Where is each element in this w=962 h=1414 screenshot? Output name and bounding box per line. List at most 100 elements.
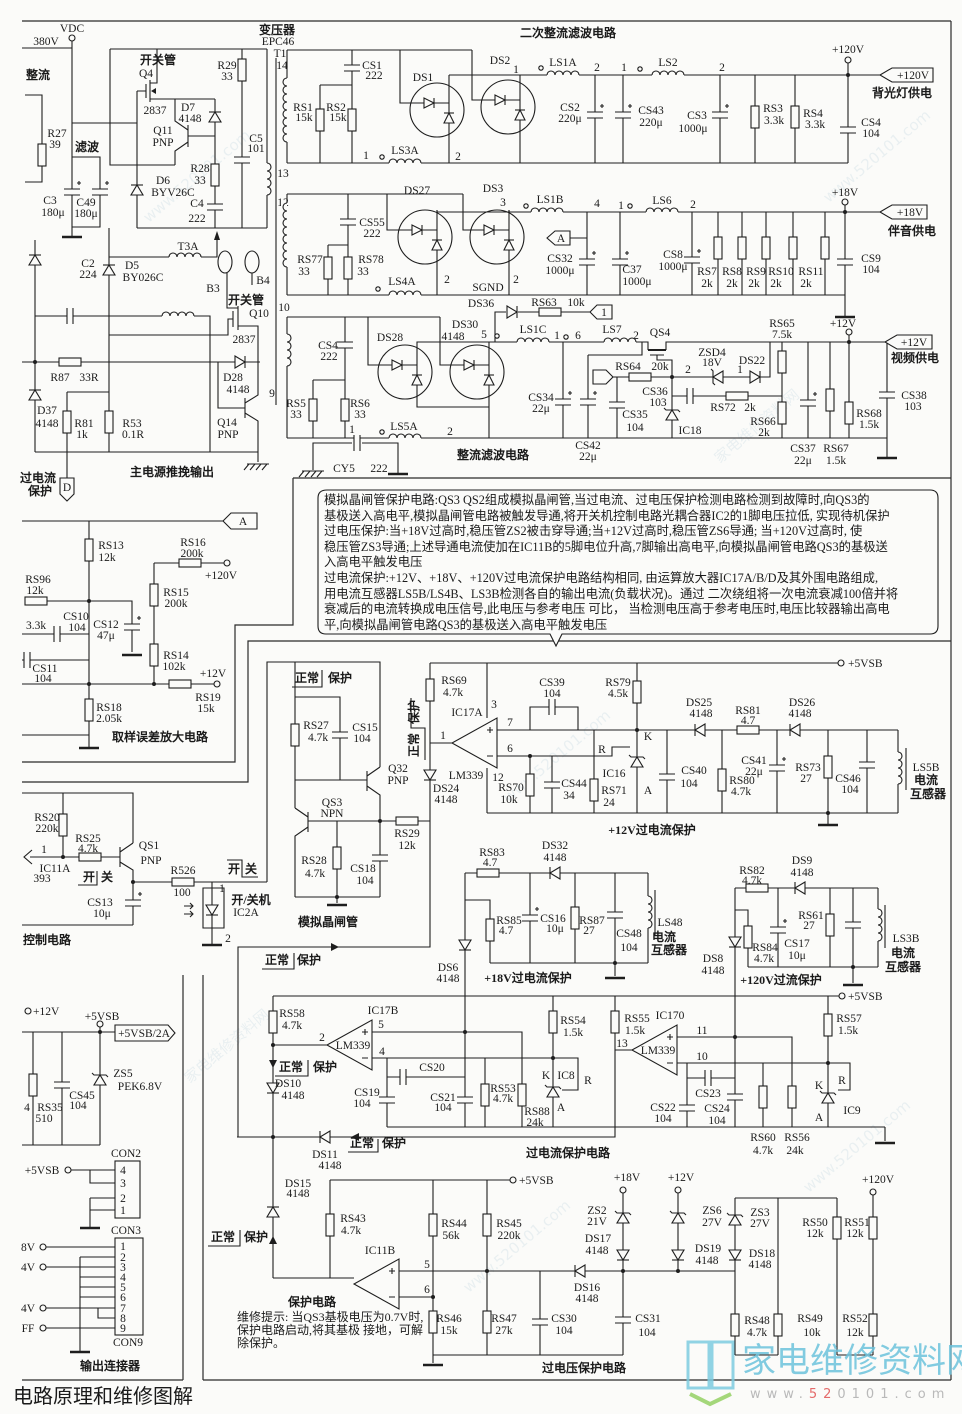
ds3-ref: DS3 — [483, 183, 504, 195]
rs51-ref: RS51 — [844, 1217, 870, 1229]
cs31-value: 104 — [638, 1327, 656, 1339]
rs55-resistor — [610, 1010, 620, 1034]
rs25-ref: RS25 — [75, 833, 101, 845]
rs8-value: 2k — [726, 278, 738, 290]
rs2-ref: RS2 — [326, 102, 346, 114]
cs38-ref: CS38 — [901, 390, 927, 402]
18v-output-tag — [878, 204, 928, 220]
rs8-resistor — [737, 236, 747, 260]
rs78-ref: RS78 — [358, 254, 384, 266]
t1-pin-13: 13 — [277, 168, 289, 180]
ls5a-inductor — [388, 432, 422, 440]
rs29-ref: RS29 — [394, 828, 420, 840]
ls2-pin-in: 1 — [621, 62, 627, 74]
cs24-value: 104 — [708, 1115, 726, 1127]
cs42-value: 22μ — [579, 451, 597, 463]
junction-dot — [635, 728, 639, 732]
r53-value: 0.1R — [122, 429, 144, 441]
rs49-resistor — [773, 1313, 783, 1337]
junction-dot — [528, 754, 532, 758]
rs13-resistor — [84, 538, 94, 562]
rs48-value: 4.7k — [747, 1327, 767, 1339]
con3-pin: 7 — [120, 1303, 126, 1315]
ls3b-ref: LS3B — [893, 933, 920, 945]
d6-diode — [130, 184, 144, 196]
repair-tip-line: 除保护。 — [237, 1335, 285, 1350]
c5-value: 101 — [247, 143, 265, 155]
rs96-resistor — [24, 596, 48, 606]
c49-value: 180μ — [74, 208, 97, 220]
r81-resistor — [62, 410, 72, 434]
4v-terminal — [39, 1304, 47, 1312]
ff-terminal — [39, 1324, 47, 1332]
rs35-pin: 4 — [24, 1102, 30, 1114]
rs61-ref: RS61 — [798, 910, 824, 922]
t3a-arrow-icon — [214, 231, 220, 240]
5vsb-terminal — [509, 1176, 517, 1184]
rs64-ref: RS64 — [615, 361, 641, 373]
zs6-zener — [669, 1210, 687, 1224]
ds22-ref: DS22 — [739, 355, 765, 367]
ds30-ref: DS30 — [452, 319, 478, 331]
ic11b-pin-plus: 5 — [424, 1259, 430, 1271]
ls2-inductor — [651, 69, 685, 77]
rs11-value: 2k — [800, 278, 812, 290]
ic18-ref: IC18 — [679, 425, 702, 437]
rs46-value: 15k — [440, 1325, 458, 1337]
ls5b-desc1: 电流 — [914, 772, 938, 787]
rs3-resistor — [750, 105, 760, 129]
cs3-ref: CS3 — [687, 110, 707, 122]
qs3-ref: QS3 — [322, 797, 343, 809]
rs10-resistor — [788, 236, 798, 260]
a-tag-label: A — [239, 516, 248, 528]
q10-value: 2837 — [233, 334, 256, 346]
r27-value: 39 — [49, 139, 61, 151]
coupling-capacitor — [66, 306, 74, 326]
cs36-value: 103 — [649, 397, 667, 409]
cs46-value: 104 — [841, 784, 859, 796]
rs1-value: 15k — [295, 112, 313, 124]
rs63-ref: RS63 — [531, 297, 557, 309]
cs55-ref: CS55 — [359, 217, 385, 229]
rs9-ref: RS9 — [746, 266, 766, 278]
rs67-ref: RS67 — [823, 443, 849, 455]
r81-value: 1k — [76, 429, 88, 441]
rs7-resistor — [713, 236, 723, 260]
wire-ovp — [622, 1193, 874, 1356]
callout-line: 模拟晶闸管保护电路:QS3 QS2组成模拟晶闸管,当过电流、过电压保护检测电路检… — [324, 492, 870, 507]
ls1b-inductor — [530, 206, 564, 214]
cs1-capacitor — [342, 64, 362, 72]
junction-dot — [98, 1030, 102, 1034]
12v-label: +12V — [668, 1172, 695, 1184]
cs12-ref: CS12 — [93, 619, 119, 631]
rs80-ref: RS80 — [729, 775, 755, 787]
junction-dot — [378, 819, 382, 823]
wire-main-power-upper — [22, 41, 277, 405]
ic8-pin-r: R — [584, 1075, 592, 1087]
t1-pin-9: 9 — [269, 388, 275, 400]
q4-ref: Q4 — [139, 68, 153, 80]
rs27-value: 4.7k — [308, 732, 328, 744]
rs35-resistor — [28, 1073, 38, 1097]
rs9-value: 2k — [748, 278, 760, 290]
cs22-ref: CS22 — [650, 1102, 676, 1114]
rs61-value: 27 — [803, 920, 815, 932]
brand-watermark: 家电维修资料网 www.520101.com — [686, 1340, 962, 1407]
ic17a-chip: LM339 — [449, 770, 484, 782]
callout-line: 用电流互感器LS5B/LS4B、LS3B检测各自的输出电流(负载状况)。通过 二… — [324, 586, 898, 601]
ic16-pin-k: K — [644, 731, 653, 743]
rs64-resistor — [628, 372, 652, 382]
rs85-ref: RS85 — [496, 915, 522, 927]
connectors-title: 输出连接器 — [80, 1358, 141, 1373]
ls3b-desc1: 电流 — [891, 945, 915, 960]
con3-connector — [114, 1237, 144, 1336]
ovp-section: 过电压保护电路 +18V +12V +120V ZS2 21V DS17 414… — [542, 1172, 895, 1375]
book-logo-chevron-icon — [689, 1392, 732, 1407]
polarity-mark — [375, 286, 381, 292]
rs52-value: 12k — [846, 1327, 864, 1339]
ls3a-inductor — [388, 157, 422, 165]
con3-pin: 5 — [120, 1282, 126, 1294]
rs61-resistor — [825, 913, 835, 937]
rs83-ref: RS83 — [479, 847, 505, 859]
